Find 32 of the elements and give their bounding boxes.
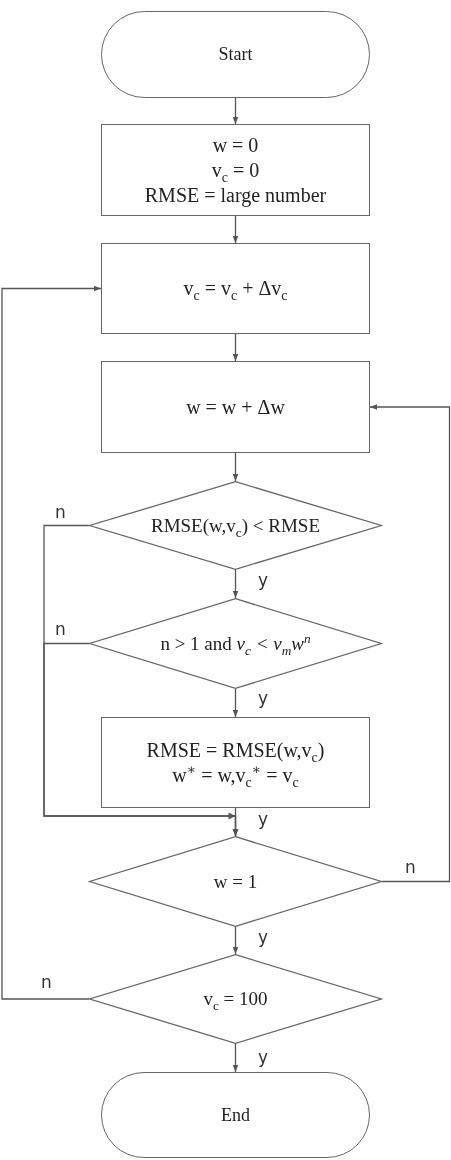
node-text: w$^{∗}$ = w,v$_{c}$$^{∗}$ = v$_{c}$ xyxy=(172,762,299,788)
arrow xyxy=(232,1043,239,1073)
process-box xyxy=(101,361,370,453)
arrow xyxy=(232,215,239,244)
arrow xyxy=(232,688,239,718)
process-box xyxy=(101,124,370,216)
arrow xyxy=(232,807,239,837)
process-box xyxy=(101,243,370,334)
node-text: v$_{c}$ = 100 xyxy=(203,987,268,1011)
node-text: End xyxy=(221,1103,250,1127)
node-text: Start xyxy=(218,43,253,66)
node-text: v$_{c}$ = 0 xyxy=(211,157,260,183)
node-text: RMSE(w,v$_{c}$) < RMSE xyxy=(151,513,320,538)
arrow xyxy=(232,97,239,125)
decision-diamond xyxy=(89,836,382,927)
decision-diamond xyxy=(89,954,382,1044)
arrow xyxy=(232,569,239,599)
node-text: w = w + Δw xyxy=(186,394,285,420)
node-text: RMSE = large number xyxy=(144,182,327,208)
arrow xyxy=(232,333,239,362)
arrow xyxy=(1,285,102,1000)
arrow xyxy=(232,452,239,482)
decision-diamond xyxy=(89,598,382,689)
node-text: w = 1 xyxy=(213,869,258,894)
arrow xyxy=(232,926,239,955)
decision-diamond xyxy=(89,481,382,570)
node-text: n > 1 and v$_{c}$ < v$_{m}$w$^{n}$ xyxy=(160,631,311,656)
arrow xyxy=(369,404,451,883)
node-text: RMSE = RMSE(w,v$_{c}$) xyxy=(146,737,325,763)
process-box xyxy=(101,717,370,808)
node-text: v$_{c}$ = v$_{c}$ + Δv$_{c}$ xyxy=(183,276,288,301)
node-text: w = 0 xyxy=(212,132,259,158)
